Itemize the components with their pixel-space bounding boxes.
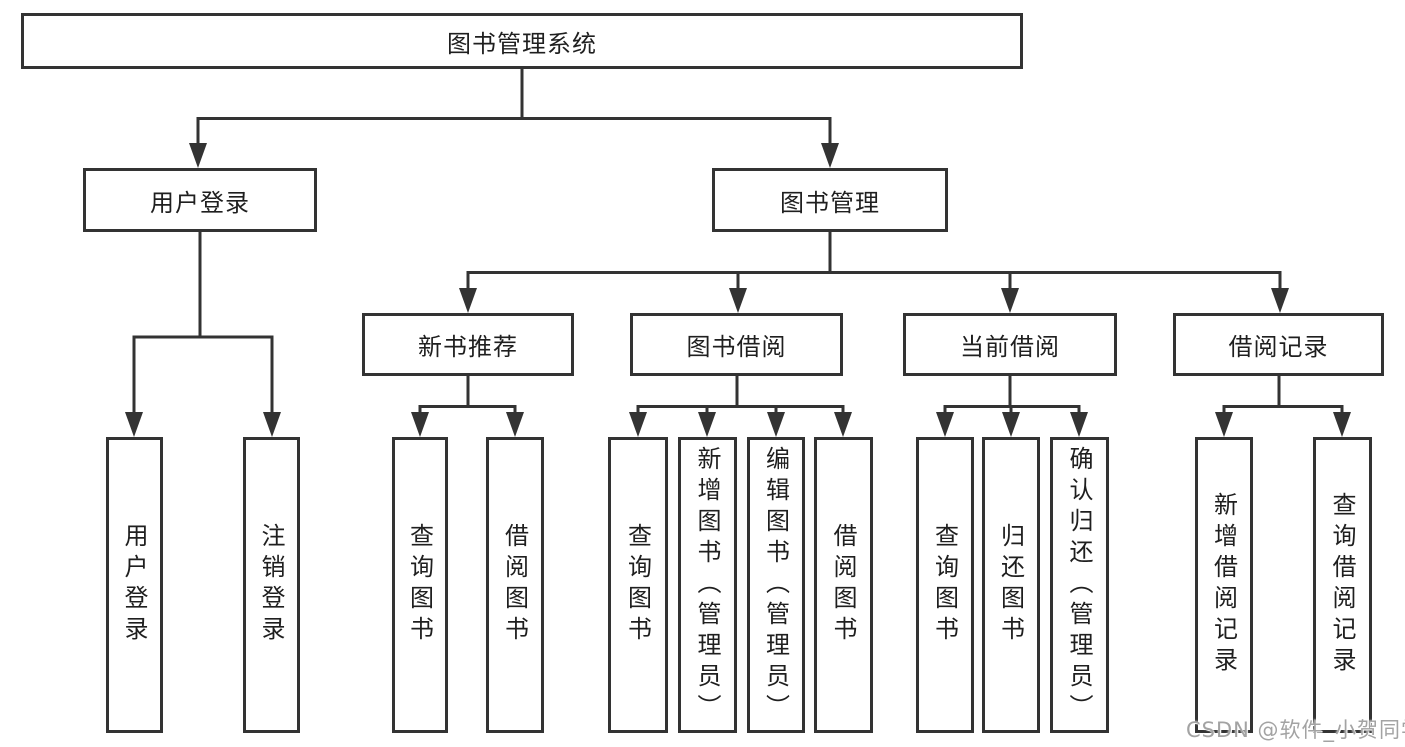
arrowhead	[506, 412, 524, 437]
arrowhead	[834, 412, 852, 437]
connector-cb-rail	[943, 405, 1081, 416]
node-user-login: 用户登录	[83, 168, 317, 232]
node-book-management: 图书管理	[712, 168, 948, 232]
leaf-query-books-current: 查询图书	[916, 437, 974, 733]
arrowhead	[263, 412, 281, 437]
connector-root-rail	[196, 117, 832, 146]
arrowhead	[189, 143, 207, 168]
connector-mgmt-rail	[466, 271, 1282, 292]
arrowhead	[1215, 412, 1233, 437]
arrowhead	[729, 288, 747, 313]
node-library-management-system: 图书管理系统	[21, 13, 1023, 69]
arrowhead	[1333, 412, 1351, 437]
leaf-borrow-books-recommend: 借阅图书	[486, 437, 544, 733]
arrowhead	[1001, 288, 1019, 313]
leaf-query-borrow-record: 查询借阅记录	[1313, 437, 1372, 733]
arrowhead	[411, 412, 429, 437]
leaf-add-borrow-record: 新增借阅记录	[1195, 437, 1253, 733]
arrowhead	[698, 412, 716, 437]
arrowhead	[936, 412, 954, 437]
connector-br-rail	[1222, 405, 1344, 416]
leaf-add-book-admin: 新增图书（管理员）	[678, 437, 737, 733]
csdn-watermark: CSDN @软件_小贺同学	[1186, 718, 1405, 742]
node-current-borrowing: 当前借阅	[903, 313, 1117, 376]
node-borrow-records: 借阅记录	[1173, 313, 1384, 376]
leaf-logout-login: 注销登录	[243, 437, 300, 733]
arrowhead	[125, 412, 143, 437]
arrowhead	[767, 412, 785, 437]
node-new-book-recommend: 新书推荐	[362, 313, 574, 376]
leaf-query-books-borrowing: 查询图书	[608, 437, 668, 733]
connector-bb-rail	[636, 405, 845, 416]
leaf-edit-book-admin: 编辑图书（管理员）	[747, 437, 805, 733]
leaf-query-books-recommend: 查询图书	[392, 437, 448, 733]
node-book-borrowing: 图书借阅	[630, 313, 843, 376]
leaf-borrow-books-borrowing: 借阅图书	[814, 437, 873, 733]
arrowheads	[125, 143, 1351, 437]
arrowhead	[459, 288, 477, 313]
connector-rec-rail	[418, 405, 517, 416]
connector-login-rail	[132, 335, 274, 416]
arrowhead	[629, 412, 647, 437]
arrowhead	[821, 143, 839, 168]
leaf-return-book: 归还图书	[982, 437, 1040, 733]
leaf-confirm-return-admin: 确认归还（管理员）	[1050, 437, 1109, 733]
arrowhead	[1002, 412, 1020, 437]
arrowhead	[1070, 412, 1088, 437]
arrowhead	[1271, 288, 1289, 313]
leaf-user-login: 用户登录	[106, 437, 163, 733]
